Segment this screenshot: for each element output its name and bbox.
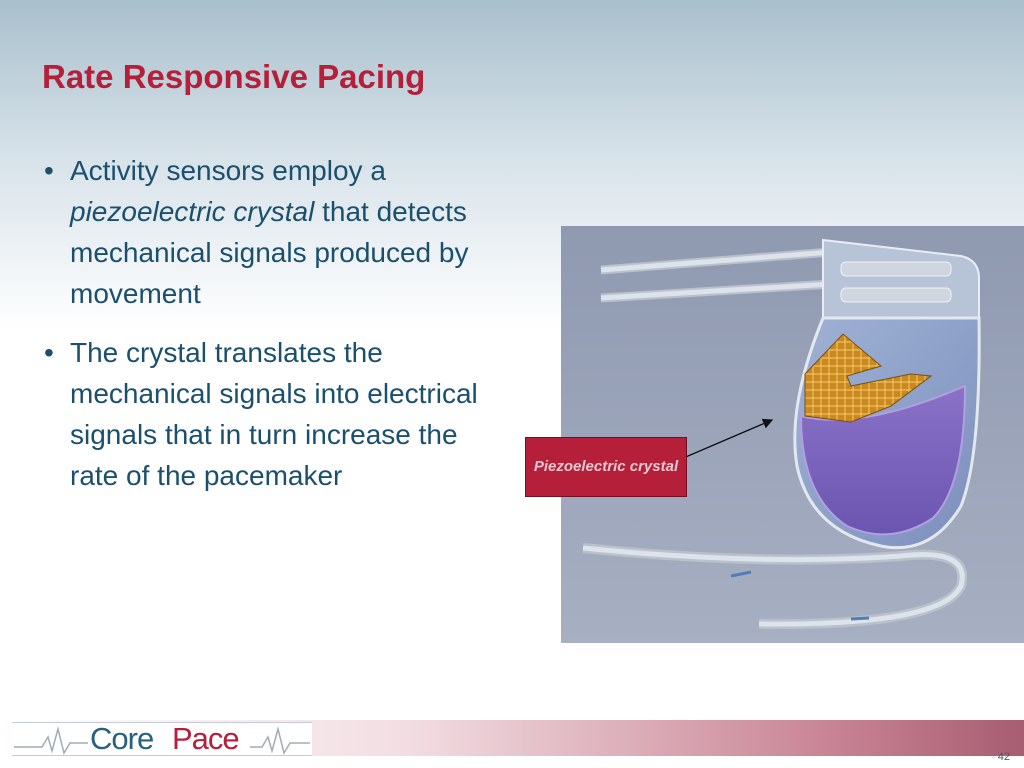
page-number: 42: [997, 751, 1010, 763]
logo-pace-text: Pace: [172, 721, 240, 756]
pacemaker-illustration: [561, 226, 1024, 643]
lead-wire-loop: [582, 543, 968, 630]
ecg-wave-icon: [14, 726, 310, 755]
slide-title: Rate Responsive Pacing: [42, 58, 426, 95]
piezoelectric-callout: Piezoelectric crystal: [525, 437, 687, 497]
bullet-item: • The crystal translates the mechanical …: [42, 332, 502, 496]
logo-core-text: Core: [90, 721, 154, 756]
bullet-list: • Activity sensors employ a piezoelectri…: [42, 150, 502, 514]
bullet-text-end: that detects mechanical signals produced…: [70, 196, 469, 309]
bullet-item: • Activity sensors employ a piezoelectri…: [42, 150, 502, 314]
callout-label: Piezoelectric crystal: [533, 458, 679, 475]
bullet-text-italic: piezoelectric crystal: [70, 196, 315, 227]
lead-wires-top: [600, 247, 832, 303]
bullet-marker: •: [44, 155, 54, 186]
bullet-text-start: Activity sensors employ a: [70, 155, 386, 186]
pacemaker-drawing: [561, 226, 1024, 643]
corepace-logo: Core Pace: [12, 722, 312, 756]
bullet-marker: •: [44, 337, 54, 368]
bullet-text: The crystal translates the mechanical si…: [70, 337, 478, 491]
